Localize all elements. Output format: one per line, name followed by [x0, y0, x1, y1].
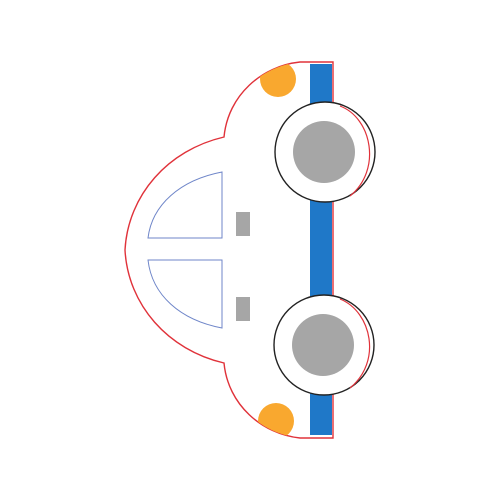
window-lower — [147, 259, 223, 329]
wheel-bottom — [273, 294, 375, 396]
door-handle-lower — [236, 297, 250, 321]
window-upper — [147, 171, 223, 239]
door-handle-upper — [236, 212, 250, 236]
headlight-bottom — [258, 403, 294, 438]
wheel-top — [274, 101, 376, 203]
